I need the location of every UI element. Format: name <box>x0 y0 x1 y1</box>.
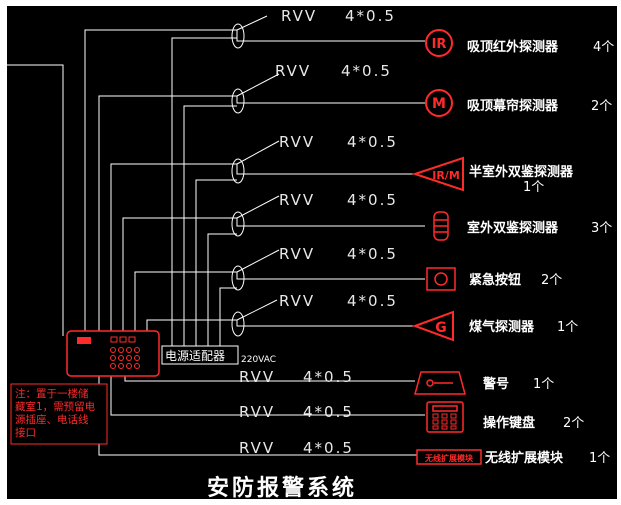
note-line-2: 藏室1，需预留电 <box>15 400 96 413</box>
device-count-3: 1个 <box>523 180 544 195</box>
siren-icon <box>414 371 466 395</box>
curtain-detector-icon: M <box>425 89 453 117</box>
wire-8 <box>110 360 425 416</box>
device-count-7: 1个 <box>533 377 554 392</box>
cad-canvas: RVV 4*0.5 RVV 4*0.5 RVV 4*0.5 RVV 4*0.5 … <box>7 6 617 499</box>
ir-detector-icon: IR <box>425 29 453 57</box>
m-icon-text: M <box>432 96 446 112</box>
panel-display-icon <box>77 337 91 344</box>
device-name-7: 警号 <box>483 376 509 392</box>
irm-icon-text: IR/M <box>432 169 460 182</box>
device-count-2: 2个 <box>591 99 612 114</box>
cable-label-7: RVV <box>239 368 275 386</box>
bundle-3 <box>231 158 245 184</box>
psu-label: 电源适配器 <box>165 349 225 363</box>
psu-box <box>161 345 239 365</box>
psu-feed-2 <box>183 105 237 346</box>
note-line-4: 接口 <box>15 426 36 439</box>
cable-label-3: RVV <box>279 133 315 151</box>
device-name-8: 操作键盘 <box>483 415 535 431</box>
leader-2 <box>236 73 280 97</box>
device-count-9: 1个 <box>589 451 610 466</box>
gas-icon-text: G <box>435 320 447 336</box>
device-count-1: 4个 <box>593 40 614 55</box>
psu-feed-1 <box>171 37 237 346</box>
device-labels: 吸顶红外探测器 4个 吸顶幕帘探测器 2个 半室外双鉴探测器 1个 室外双鉴探测… <box>467 39 614 466</box>
note-line-3: 源插座、电话线 <box>15 413 89 426</box>
gas-detector-icon: G <box>412 310 454 342</box>
panel-keypad-icon <box>110 336 140 369</box>
outdoor-detector-icon <box>433 211 449 241</box>
wireless-module-icon: 无线扩展模块 <box>416 449 482 465</box>
wire-incoming <box>7 64 64 336</box>
psu-voltage: 220VAC <box>241 355 276 365</box>
bundle-5 <box>231 265 245 291</box>
cable-label-4: RVV <box>279 191 315 209</box>
panic-button-icon <box>426 267 456 291</box>
psu-feed-3 <box>195 179 237 346</box>
device-name-1: 吸顶红外探测器 <box>467 39 559 55</box>
device-name-5: 紧急按钮 <box>469 272 521 288</box>
cable-spec-8: 4*0.5 <box>303 403 354 421</box>
ir-icon-text: IR <box>432 37 447 52</box>
device-name-2: 吸顶幕帘探测器 <box>467 98 559 114</box>
device-count-8: 2个 <box>563 416 584 431</box>
cable-spec-9: 4*0.5 <box>303 439 354 457</box>
cable-spec-1: 4*0.5 <box>345 7 396 25</box>
cable-spec-6: 4*0.5 <box>347 292 398 310</box>
cable-label-8: RVV <box>239 403 275 421</box>
cable-labels: RVV 4*0.5 RVV 4*0.5 RVV 4*0.5 RVV 4*0.5 … <box>239 7 398 457</box>
cable-label-2: RVV <box>275 62 311 80</box>
device-count-4: 3个 <box>591 221 612 236</box>
diagram-title: 安防报警系统 <box>207 475 357 499</box>
bundle-4 <box>231 211 245 237</box>
note-border <box>10 383 108 445</box>
bundle-2 <box>231 88 245 114</box>
wireless-icon-text: 无线扩展模块 <box>424 453 474 463</box>
bundle-1 <box>231 23 245 49</box>
keypad-icon <box>426 401 464 433</box>
cable-label-1: RVV <box>281 7 317 25</box>
device-name-4: 室外双鉴探测器 <box>467 220 559 236</box>
dual-tech-detector-icon: IR/M <box>411 156 464 192</box>
cable-spec-3: 4*0.5 <box>347 133 398 151</box>
leader-3 <box>236 140 280 165</box>
note-line-1: 注：置于一楼储 <box>15 387 89 400</box>
device-name-3: 半室外双鉴探测器 <box>469 164 574 180</box>
device-name-9: 无线扩展模块 <box>484 450 564 466</box>
cable-label-9: RVV <box>239 439 275 457</box>
leader-1 <box>236 15 268 31</box>
cable-spec-4: 4*0.5 <box>347 191 398 209</box>
cable-label-6: RVV <box>279 292 315 310</box>
device-count-6: 1个 <box>557 320 578 335</box>
cable-spec-2: 4*0.5 <box>341 62 392 80</box>
cable-label-5: RVV <box>279 245 315 263</box>
leader-5 <box>236 249 280 273</box>
wiring-diagram: RVV 4*0.5 RVV 4*0.5 RVV 4*0.5 RVV 4*0.5 … <box>7 7 614 499</box>
power-adapter: 电源适配器 220VAC <box>161 345 276 365</box>
wire-6 <box>146 319 415 336</box>
leader-4 <box>236 195 280 219</box>
cable-bundles <box>231 23 245 337</box>
cable-spec-5: 4*0.5 <box>347 245 398 263</box>
note-box: 注：置于一楼储 藏室1，需预留电 源插座、电话线 接口 <box>10 383 108 445</box>
leader-6 <box>236 299 278 321</box>
wire-4 <box>122 217 425 336</box>
psu-feed-5 <box>219 287 237 346</box>
alarm-panel <box>66 330 160 377</box>
device-count-5: 2个 <box>541 273 562 288</box>
cable-spec-7: 4*0.5 <box>303 368 354 386</box>
psu-feed-4 <box>207 233 237 346</box>
device-name-6: 煤气探测器 <box>469 319 535 335</box>
bundle-6 <box>231 311 245 337</box>
